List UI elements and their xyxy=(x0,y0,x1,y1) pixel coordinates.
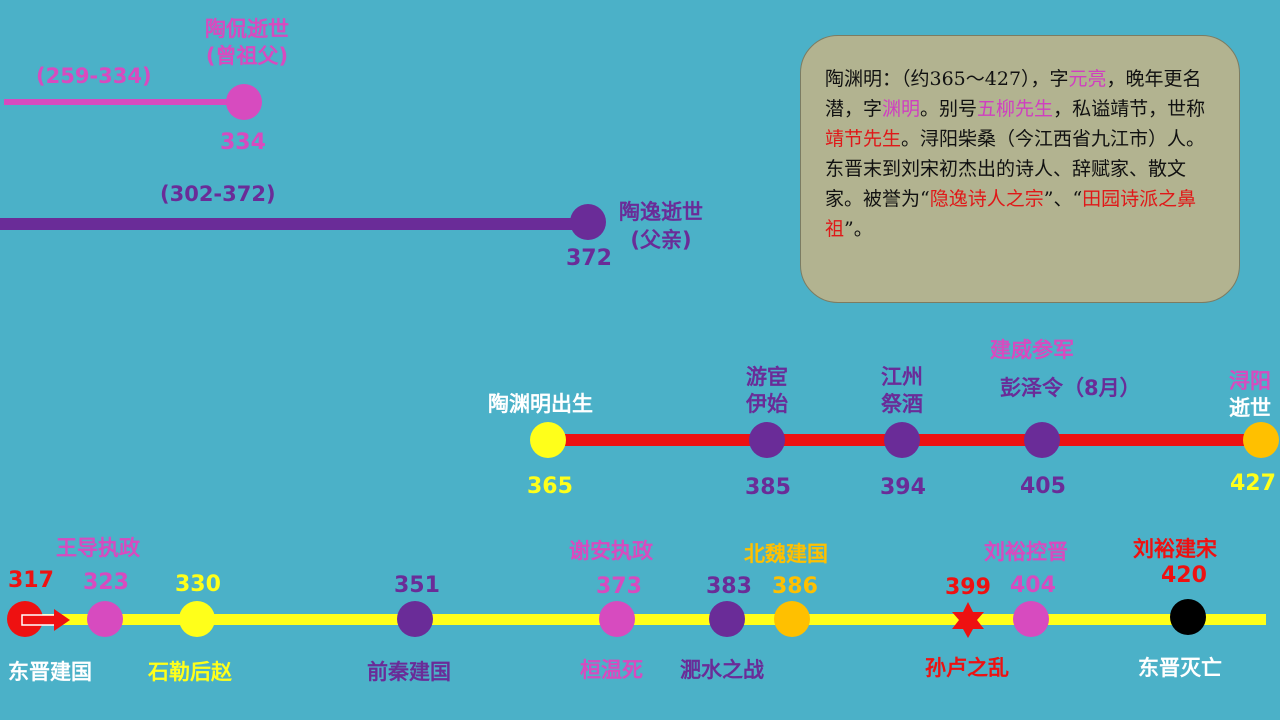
bio-text-6: ”、“ xyxy=(1043,188,1083,210)
youhuan-year: 385 xyxy=(745,475,791,500)
father-title-line1: 陶逸逝世 xyxy=(619,200,703,224)
jiangzhou-year: 394 xyxy=(880,475,926,500)
youhuan-label-line1: 游宦 xyxy=(746,365,788,389)
bio-tianyuan: 田园诗派之鼻祖 xyxy=(825,188,1197,240)
jiangzhou-dot xyxy=(884,422,920,458)
year-323: 323 xyxy=(83,570,129,595)
wangdao-dot xyxy=(87,601,123,637)
bio-text-3: 。别号 xyxy=(920,98,978,120)
miewang-dot xyxy=(1170,599,1206,635)
pengze-dot xyxy=(1024,422,1060,458)
feishui-label: 淝水之战 xyxy=(680,658,764,682)
star-icon xyxy=(952,602,984,638)
beiwei-dot xyxy=(774,601,810,637)
bio-text-5: 。浔阳柴桑（今江西省九江市）人。东晋末到刘宋初杰出的诗人、辞赋家、散文家。被誉为… xyxy=(825,128,1206,210)
bio-yuanming: 渊明 xyxy=(882,98,921,120)
jiangzhou-label: 江州 祭酒 xyxy=(865,364,939,418)
grandfather-title-line2: (曾祖父) xyxy=(205,44,289,68)
youhuan-label-line2: 伊始 xyxy=(746,392,788,416)
father-year: 372 xyxy=(566,246,612,271)
grandfather-title-line1: 陶侃逝世 xyxy=(205,17,289,41)
grandfather-title: 陶侃逝世 (曾祖父) xyxy=(182,16,312,70)
grandfather-lifeline xyxy=(4,99,242,105)
dongjin-miewang-label: 东晋灭亡 xyxy=(1138,656,1222,680)
xiean-label: 谢安执政 xyxy=(569,539,653,563)
year-351: 351 xyxy=(394,573,440,598)
jiangzhou-label-line2: 祭酒 xyxy=(881,392,923,416)
grandfather-year: 334 xyxy=(220,130,266,155)
wangdao-label: 王导执政 xyxy=(56,536,140,560)
death-label-line1: 浔阳 xyxy=(1229,369,1271,393)
bio-wuliu: 五柳先生 xyxy=(977,98,1054,120)
beiwei-label: 北魏建国 xyxy=(744,542,828,566)
grandfather-death-dot xyxy=(226,84,262,120)
bio-jingjie: 靖节先生 xyxy=(825,128,902,150)
liuyu-jiansong-label: 刘裕建宋 xyxy=(1133,537,1217,561)
shile-dot xyxy=(179,601,215,637)
father-death-dot xyxy=(570,204,606,240)
dongjin-jianguo-label: 东晋建国 xyxy=(8,660,92,684)
death-dot xyxy=(1243,422,1279,458)
shile-label: 石勒后赵 xyxy=(148,660,232,684)
bio-yuanliang: 元亮 xyxy=(1068,68,1107,90)
pengze-year: 405 xyxy=(1020,474,1066,499)
year-386: 386 xyxy=(772,574,818,599)
liuyu-kongjin-dot xyxy=(1013,601,1049,637)
arrow-right-icon xyxy=(21,609,70,631)
qianqin-dot xyxy=(397,601,433,637)
huanwen-dot xyxy=(599,601,635,637)
death-year: 427 xyxy=(1230,471,1276,496)
jianwei-label: 建威参军 xyxy=(990,338,1074,362)
liuyu-kongjin-label: 刘裕控晋 xyxy=(984,540,1068,564)
year-404: 404 xyxy=(1010,573,1056,598)
grandfather-span: (259-334) xyxy=(36,64,152,88)
sunlu-label: 孙卢之乱 xyxy=(925,656,1009,680)
youhuan-dot xyxy=(749,422,785,458)
year-420: 420 xyxy=(1161,563,1207,588)
qianqin-label: 前秦建国 xyxy=(367,660,451,684)
bio-yinyi: 隐逸诗人之宗 xyxy=(929,188,1044,210)
year-383: 383 xyxy=(706,574,752,599)
father-lifeline xyxy=(0,218,586,230)
father-title-line2: (父亲) xyxy=(630,228,692,252)
bio-text-4: ，私谥靖节，世称 xyxy=(1053,98,1206,120)
pengze-label: 彭泽令（8月） xyxy=(1000,376,1141,400)
birth-year: 365 xyxy=(527,474,573,499)
year-399: 399 xyxy=(945,575,991,600)
jiangzhou-label-line1: 江州 xyxy=(881,365,923,389)
death-label: 浔阳 逝世 xyxy=(1222,368,1278,422)
biography-box: 陶渊明：（约365～427），字元亮，晚年更名潜，字渊明。别号五柳先生，私谥靖节… xyxy=(800,35,1240,303)
bio-text-7: ”。 xyxy=(844,218,873,240)
youhuan-label: 游宦 伊始 xyxy=(730,364,804,418)
bio-text-2: ，晚年更名潜，字 xyxy=(825,68,1202,120)
year-317: 317 xyxy=(8,568,54,593)
bio-text-1: 陶渊明：（约365～427），字 xyxy=(825,68,1069,90)
birth-dot xyxy=(530,422,566,458)
birth-label: 陶渊明出生 xyxy=(488,392,593,416)
feishui-dot xyxy=(709,601,745,637)
father-title: 陶逸逝世 (父亲) xyxy=(606,198,716,254)
father-span: (302-372) xyxy=(160,182,276,206)
death-label-line2: 逝世 xyxy=(1229,396,1271,420)
year-330: 330 xyxy=(175,572,221,597)
era-line xyxy=(20,614,1266,625)
year-373: 373 xyxy=(596,574,642,599)
huanwen-label: 桓温死 xyxy=(580,658,643,682)
